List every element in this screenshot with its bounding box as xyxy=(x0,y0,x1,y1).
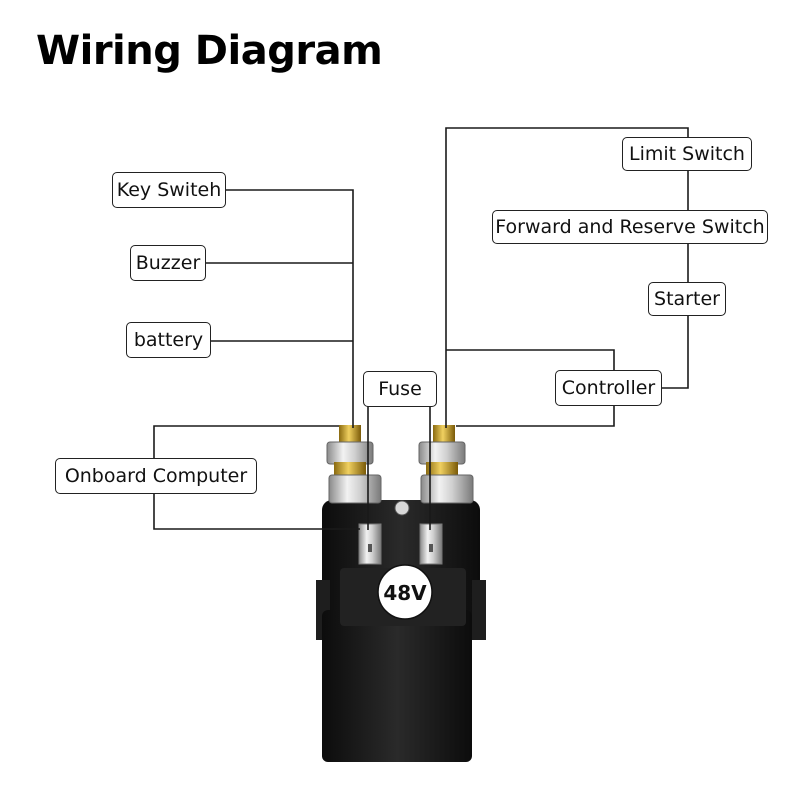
left-terminal-base xyxy=(328,474,382,504)
solenoid-right-ear xyxy=(472,580,486,640)
wire-starter-controller xyxy=(662,316,689,389)
fuse-label: Fuse xyxy=(363,371,437,407)
voltage-badge xyxy=(377,564,433,620)
page-title: Wiring Diagram xyxy=(36,28,383,74)
battery-label: battery xyxy=(126,322,211,358)
onboard-computer-label: Onboard Computer xyxy=(55,458,257,494)
starter-label: Starter xyxy=(648,282,726,316)
wire-limit-top xyxy=(445,127,689,428)
right-terminal-base xyxy=(420,474,474,504)
limit-switch-label: Limit Switch xyxy=(622,137,752,171)
solenoid-body: 48V xyxy=(316,500,486,762)
right-terminal-washer xyxy=(426,462,458,476)
wires xyxy=(153,127,689,530)
center-hole xyxy=(394,500,410,516)
voltage-badge-text: 48V xyxy=(383,581,427,605)
forward-reverse-switch-label: Forward and Reserve Switch xyxy=(492,210,768,244)
wire-controller-top xyxy=(446,349,615,370)
controller-label: Controller xyxy=(555,370,662,406)
right-terminal xyxy=(418,425,474,504)
key-switch-label: Key Switeh xyxy=(112,172,226,208)
wire-controller-bottom xyxy=(456,406,615,427)
wire-key-switch xyxy=(226,189,354,428)
buzzer-label: Buzzer xyxy=(130,245,206,281)
wire-onboard-bottom xyxy=(153,494,360,530)
wire-onboard-top xyxy=(153,425,339,458)
spade-tabs xyxy=(358,523,443,565)
left-terminal-washer xyxy=(334,462,366,476)
left-terminal-nut xyxy=(326,441,374,465)
solenoid-housing xyxy=(322,610,472,762)
right-terminal-nut xyxy=(418,441,466,465)
left-terminal xyxy=(326,425,382,504)
